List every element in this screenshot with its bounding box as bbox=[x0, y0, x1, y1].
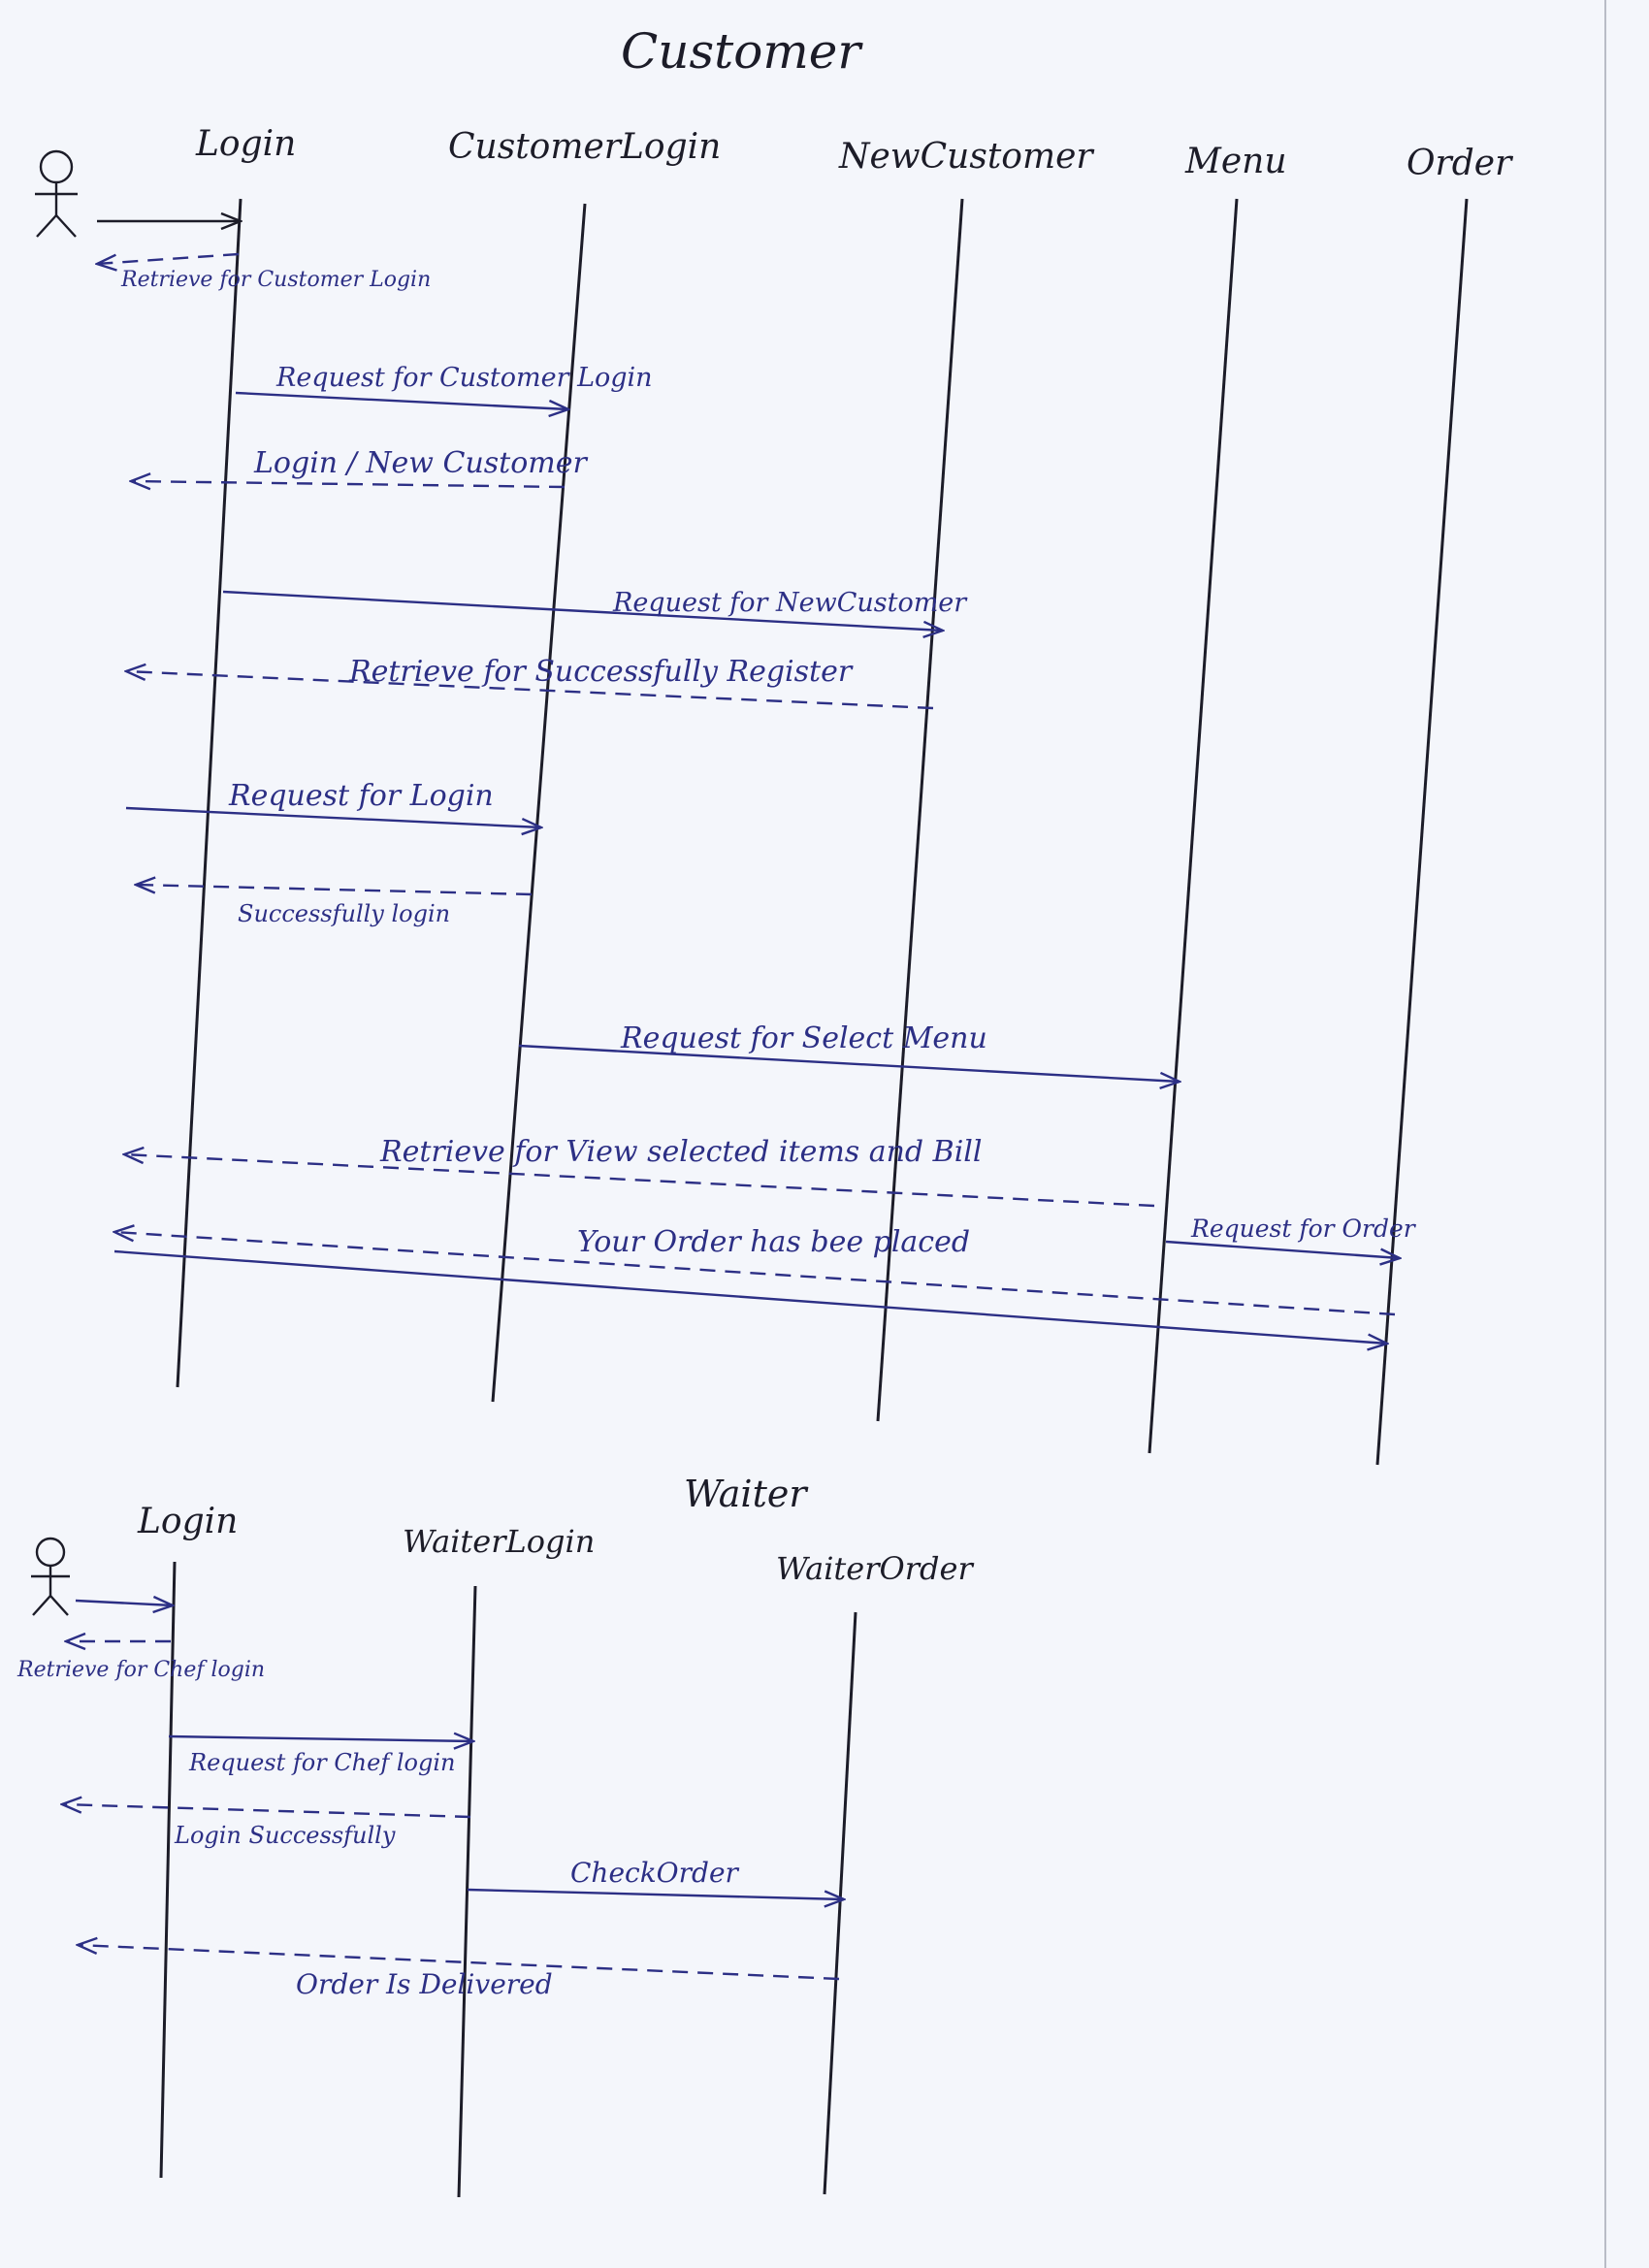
lifeline-label-customerlogin: CustomerLogin bbox=[448, 127, 721, 167]
message-label: Request for Customer Login bbox=[275, 363, 653, 393]
lifeline-newcustomer bbox=[876, 198, 964, 1422]
return-arrow bbox=[124, 1154, 1155, 1208]
lifeline-label-waiter-login: Login bbox=[137, 1502, 238, 1541]
return-arrow bbox=[131, 481, 566, 487]
message-arrow bbox=[75, 1601, 173, 1605]
lifeline-label-newcustomer: NewCustomer bbox=[838, 137, 1094, 177]
message-label: Successfully login bbox=[238, 900, 450, 927]
message-label: Your Order has bee placed bbox=[577, 1225, 970, 1259]
message-arrow bbox=[467, 1888, 844, 1899]
return-arrow bbox=[78, 1945, 840, 1981]
message-label: CheckOrder bbox=[570, 1857, 740, 1889]
lifeline-menu bbox=[1148, 198, 1239, 1454]
return-arrow bbox=[126, 671, 934, 710]
lifeline-waiter-login bbox=[159, 1561, 177, 2179]
return-arrow bbox=[114, 1232, 1396, 1316]
message-label: Order Is Delivered bbox=[296, 1968, 553, 2000]
message-label: Login Successfully bbox=[174, 1822, 396, 1849]
message-label: Request for Order bbox=[1190, 1215, 1417, 1243]
message-arrow bbox=[222, 590, 943, 631]
message-label: Request for Select Menu bbox=[620, 1021, 987, 1055]
lifeline-label-login: Login bbox=[195, 124, 296, 164]
lifeline-label-menu: Menu bbox=[1184, 142, 1287, 181]
lifeline-order bbox=[1375, 198, 1469, 1466]
message-arrow bbox=[235, 391, 568, 409]
return-arrow bbox=[62, 1804, 471, 1819]
lifeline-login bbox=[176, 198, 242, 1388]
message-arrow bbox=[1165, 1240, 1400, 1258]
message-label: Request for Login bbox=[228, 779, 494, 813]
message-arrow bbox=[125, 806, 541, 827]
waiter-diagram-title: Waiter bbox=[684, 1473, 809, 1515]
lifeline-waiterlogin bbox=[457, 1585, 477, 2198]
waiter-actor-icon bbox=[31, 1537, 70, 1616]
message-label: Retrieve for Customer Login bbox=[120, 268, 431, 292]
message-arrow bbox=[113, 1249, 1387, 1344]
return-arrow bbox=[136, 885, 533, 896]
return-arrow bbox=[97, 252, 240, 264]
message-label: Retrieve for Chef login bbox=[16, 1658, 265, 1682]
message-label: Retrieve for Successfully Register bbox=[348, 655, 854, 689]
customer-actor-icon bbox=[35, 149, 78, 238]
message-arrow bbox=[518, 1044, 1180, 1082]
customer-diagram-title: Customer bbox=[621, 23, 863, 80]
lifeline-label-waiterlogin: WaiterLogin bbox=[403, 1523, 595, 1560]
message-label: Retrieve for View selected items and Bil… bbox=[379, 1135, 982, 1169]
lifeline-label-order: Order bbox=[1406, 144, 1513, 183]
message-label: Request for Chef login bbox=[188, 1749, 455, 1776]
lifeline-waiterorder bbox=[823, 1611, 857, 2195]
message-label: Login / New Customer bbox=[253, 446, 588, 480]
message-label: Request for NewCustomer bbox=[612, 588, 968, 618]
message-arrow bbox=[168, 1736, 473, 1741]
lifeline-label-waiterorder: WaiterOrder bbox=[776, 1550, 974, 1587]
